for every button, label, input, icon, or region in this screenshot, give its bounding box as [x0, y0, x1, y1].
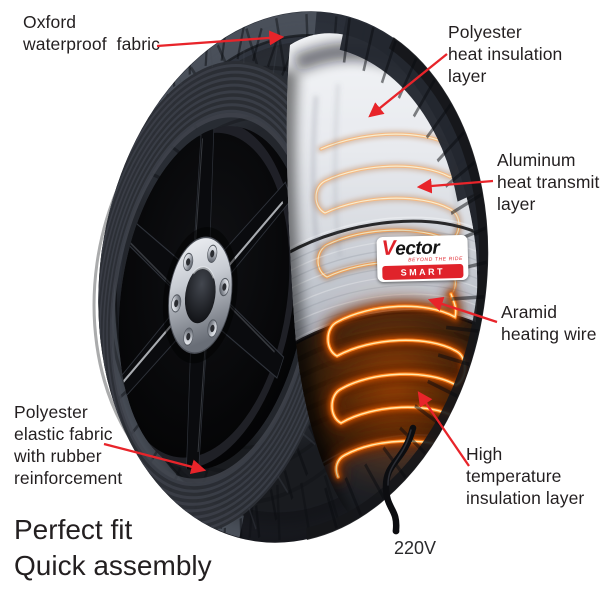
power-cord [382, 424, 417, 535]
hub-bolts [171, 244, 230, 346]
callout-aramid-heating-wire: Aramid heating wire [501, 302, 597, 344]
wheel-spokes [109, 116, 292, 474]
arrow-oxford-fabric [156, 30, 285, 48]
power-rating-label: 220V [394, 538, 437, 558]
brand-label: Vector BEYOND THE RIDE SMART [376, 234, 469, 283]
tire-cover [64, 10, 489, 569]
arrow-aramid-wire [427, 296, 498, 324]
product-tagline: Perfect fit Quick assembly [14, 512, 212, 584]
callout-high-temperature-insulation: High temperature insulation layer [466, 444, 585, 508]
callout-oxford-waterproof-fabric: Oxford waterproof fabric [23, 12, 160, 54]
callout-arrows [103, 30, 498, 475]
wheel [105, 116, 308, 474]
arrow-heat-insulation [368, 53, 448, 118]
arrow-elastic-fabric [103, 442, 207, 475]
callout-polyester-elastic-fabric: Polyester elastic fabric with rubber rei… [14, 402, 123, 488]
tagline-line1: Perfect fit [14, 514, 133, 545]
wrinkle-texture-edge [324, 18, 487, 529]
brand-wordmark-v: V [381, 236, 396, 261]
tagline-line2: Quick assembly [14, 550, 212, 581]
arrow-aluminum-layer [416, 178, 494, 194]
callout-aluminum-heat-transmit: Aluminum heat transmit layer [497, 150, 600, 214]
brand-wordmark: Vector [381, 236, 463, 261]
callout-polyester-heat-insulation: Polyester heat insulation layer [448, 22, 563, 86]
brand-smart-badge: SMART [382, 263, 464, 281]
arrow-high-temp-layer [417, 391, 470, 467]
